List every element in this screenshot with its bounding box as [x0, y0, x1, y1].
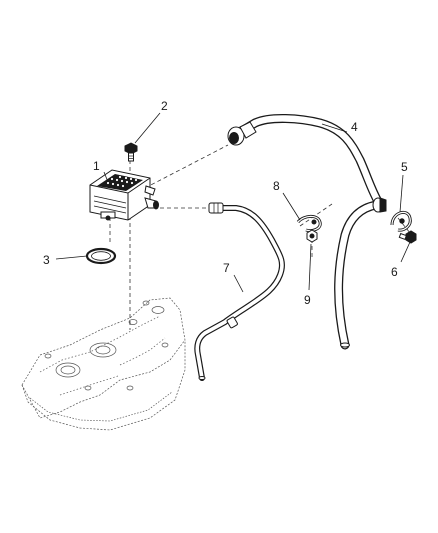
bolt-2	[124, 142, 138, 162]
callout-labels: 1 2 3 4 5 6 7 8 9	[43, 99, 408, 307]
hose-4	[227, 113, 387, 350]
callout-4: 4	[351, 120, 358, 134]
o-ring-3	[85, 247, 117, 265]
callout-9: 9	[304, 293, 311, 307]
callout-1: 1	[93, 159, 100, 173]
callout-8: 8	[273, 179, 280, 193]
tube-7	[194, 202, 285, 381]
clip-8	[296, 214, 322, 233]
leader-lines	[55, 112, 411, 293]
valve-cover	[21, 297, 186, 431]
nut-9	[306, 229, 318, 243]
callout-3: 3	[43, 253, 50, 267]
pcv-separator-1	[89, 169, 159, 221]
bracket-5	[390, 210, 412, 232]
bolt-6	[398, 230, 417, 244]
callout-6: 6	[391, 265, 398, 279]
callout-5: 5	[401, 160, 408, 174]
callout-2: 2	[161, 99, 168, 113]
callout-7: 7	[223, 261, 230, 275]
